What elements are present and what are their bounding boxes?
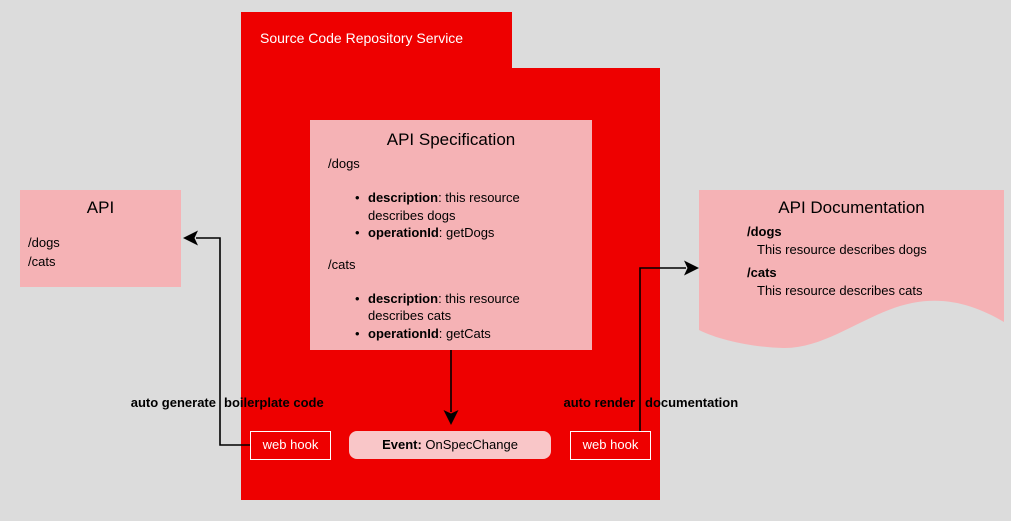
api-box: API /dogs /cats [20, 190, 181, 287]
spec-dogs-description-item: description: this resource describes dog… [355, 189, 558, 224]
bullet-term: operationId [368, 225, 439, 240]
api-specification-box: API Specification /dogs description: thi… [310, 120, 592, 350]
spec-path-dogs: /dogs [328, 156, 360, 171]
label-documentation: documentation [645, 395, 739, 410]
repository-service-tab: Source Code Repository Service [241, 12, 512, 70]
webhook-left: web hook [250, 431, 331, 460]
api-documentation-content: API Documentation /dogs This resource de… [699, 190, 1004, 300]
bullet-rest: : getDogs [438, 225, 495, 240]
api-path-cats: /cats [28, 254, 56, 269]
spec-dogs-operationid-item: operationId: getDogs [355, 224, 558, 242]
spec-dogs-bullet-list: description: this resource describes dog… [310, 189, 592, 242]
arrowhead-to-docs-icon [684, 260, 699, 276]
label-auto-render: auto render [563, 395, 635, 410]
event-label: Event: [382, 437, 422, 452]
repository-service-title: Source Code Repository Service [260, 30, 464, 46]
arrowhead-to-api-icon [183, 230, 198, 246]
doc-path-dogs: /dogs [747, 224, 782, 239]
spec-cats-description-item: description: this resource describes cat… [355, 290, 558, 325]
bullet-rest: : getCats [438, 325, 491, 341]
spec-path-cats: /cats [328, 256, 356, 272]
doc-desc-cats: This resource describes cats [757, 283, 923, 298]
api-documentation-box: API Documentation /dogs This resource de… [699, 190, 1004, 355]
doc-desc-dogs: This resource describes dogs [757, 242, 927, 257]
doc-path-cats: /cats [747, 265, 777, 280]
event-name: OnSpecChange [421, 437, 518, 452]
webhook-right: web hook [570, 431, 651, 460]
bullet-rest: : this resource describes cats [368, 290, 520, 324]
bullet-term: operationId [368, 325, 439, 341]
api-specification-title: API Specification [386, 130, 516, 149]
api-box-paths: /dogs /cats [28, 233, 181, 271]
event-onspecchange-box: Event: OnSpecChange [349, 431, 551, 459]
api-documentation-title: API Documentation [778, 198, 925, 217]
bullet-term: description [368, 190, 439, 205]
bullet-term: description [368, 290, 439, 306]
api-path-dogs: /dogs [28, 235, 60, 250]
spec-cats-operationid-item: operationId: getCats [355, 325, 558, 343]
spec-cats-bullet-list: description: this resource describes cat… [310, 290, 592, 343]
label-auto-generate: auto generate [130, 395, 216, 410]
label-boilerplate-code: boilerplate code [224, 395, 324, 410]
api-box-title: API [86, 198, 115, 217]
bullet-rest: : this resource describes dogs [368, 190, 520, 223]
document-shape [699, 190, 1004, 349]
